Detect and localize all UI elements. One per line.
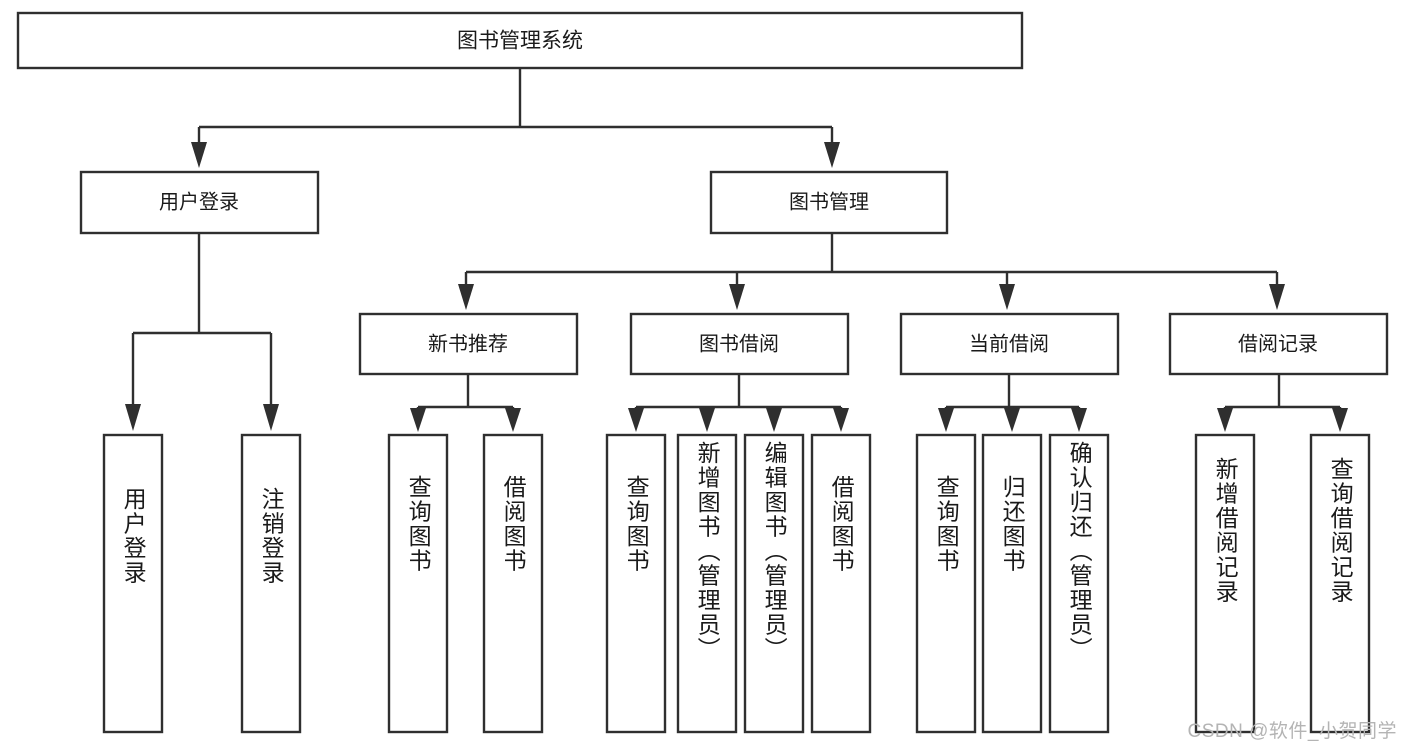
node-book-borrow-box[interactable] <box>629 312 850 376</box>
arrow-head-leaf-edit-book <box>766 408 782 432</box>
node-borrow-record[interactable]: 借阅记录 <box>1168 312 1389 376</box>
connector-group-book-manage <box>458 233 1285 310</box>
arrow-head-leaf-query-book-1 <box>410 408 426 432</box>
node-leaf-user-logout-box[interactable] <box>240 433 302 734</box>
node-root[interactable]: 图书管理系统 <box>16 11 1024 70</box>
node-user-login-label: 用户登录 <box>159 190 239 213</box>
node-current-borrow[interactable]: 当前借阅 <box>899 312 1120 376</box>
node-book-manage[interactable]: 图书管理 <box>709 170 949 235</box>
node-book-manage-label: 图书管理 <box>789 190 869 213</box>
node-leaf-confirm-return-box[interactable] <box>1048 433 1110 734</box>
arrow-head-book-borrow <box>729 284 745 310</box>
arrow-head-user-login <box>191 142 207 168</box>
arrow-head-leaf-borrow-book-2 <box>833 408 849 432</box>
connector-group-user-login <box>125 233 279 431</box>
node-book-borrow-label: 图书借阅 <box>699 332 779 355</box>
node-leaf-return-book-box[interactable] <box>981 433 1043 734</box>
arrow-head-leaf-query-book-3 <box>938 408 954 432</box>
node-root-label: 图书管理系统 <box>457 30 583 53</box>
node-borrow-record-label: 借阅记录 <box>1238 332 1318 355</box>
arrow-head-leaf-borrow-book-1 <box>505 408 521 432</box>
arrow-head-leaf-query-record <box>1332 408 1348 432</box>
node-leaf-borrow-book-1-box[interactable] <box>482 433 544 734</box>
node-leaf-add-book-box[interactable] <box>676 433 738 734</box>
node-book-borrow[interactable]: 图书借阅 <box>629 312 850 376</box>
arrow-head-leaf-return-book <box>1004 408 1020 432</box>
arrow-head-leaf-add-book <box>699 408 715 432</box>
arrow-head-leaf-add-record <box>1217 408 1233 432</box>
arrow-head-current-borrow <box>999 284 1015 310</box>
node-new-book-rec-box[interactable] <box>358 312 579 376</box>
watermark-text: CSDN @软件_小贺同学 <box>1187 721 1397 742</box>
node-leaf-borrow-book-2-box[interactable] <box>810 433 872 734</box>
arrow-head-leaf-query-book-2 <box>628 408 644 432</box>
arrow-head-leaf-confirm-return <box>1071 408 1087 432</box>
node-new-book-rec[interactable]: 新书推荐 <box>358 312 579 376</box>
node-book-manage-box[interactable] <box>709 170 949 235</box>
connector-group-borrow-record <box>1217 374 1348 432</box>
connector-group-root <box>191 68 840 168</box>
node-leaf-query-book-3-box[interactable] <box>915 433 977 734</box>
arrow-head-book-manage <box>824 142 840 168</box>
arrow-head-new-book-rec <box>458 284 474 310</box>
arrow-head-leaf-user-logout <box>263 404 279 431</box>
node-leaf-query-record-box[interactable] <box>1309 433 1371 734</box>
connector-group-book-borrow <box>628 374 849 432</box>
arrow-head-borrow-record <box>1269 284 1285 310</box>
node-current-borrow-box[interactable] <box>899 312 1120 376</box>
node-borrow-record-box[interactable] <box>1168 312 1389 376</box>
node-leaf-edit-book-box[interactable] <box>743 433 805 734</box>
node-leaf-user-login-box[interactable] <box>102 433 164 734</box>
node-root-box[interactable] <box>16 11 1024 70</box>
connector-group-current-borrow <box>938 374 1087 432</box>
node-user-login-box[interactable] <box>79 170 320 235</box>
node-leaf-query-book-2-box[interactable] <box>605 433 667 734</box>
node-current-borrow-label: 当前借阅 <box>969 332 1049 355</box>
node-leaf-add-record-box[interactable] <box>1194 433 1256 734</box>
node-new-book-rec-label: 新书推荐 <box>428 332 508 355</box>
arrow-head-leaf-user-login <box>125 404 141 431</box>
node-user-login[interactable]: 用户登录 <box>79 170 320 235</box>
node-leaf-query-book-1-box[interactable] <box>387 433 449 734</box>
connector-group-new-book-rec <box>410 374 521 432</box>
